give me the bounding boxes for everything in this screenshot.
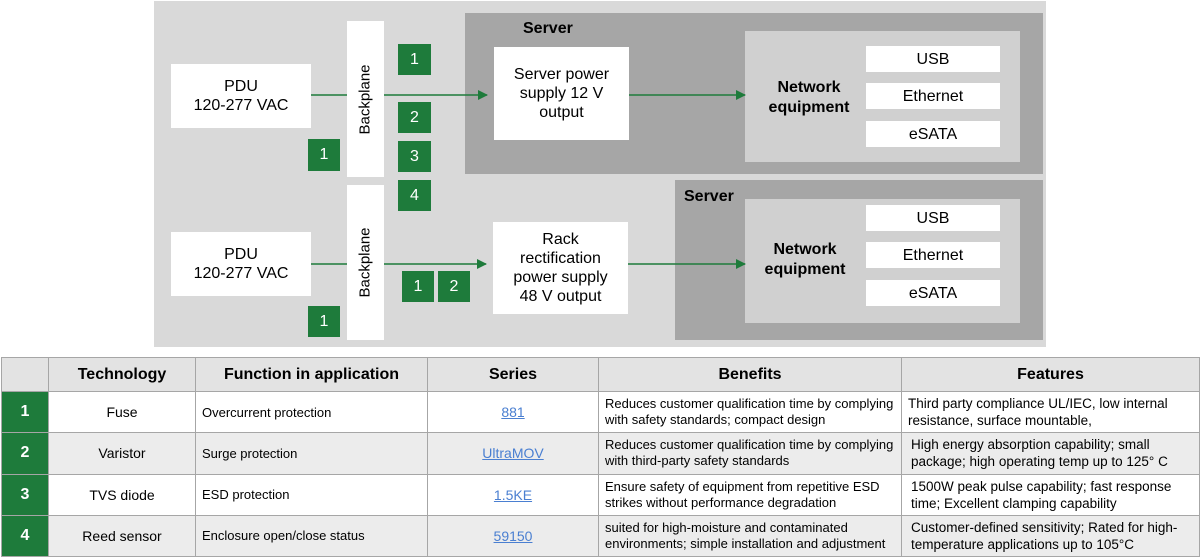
badge-3: 3 <box>398 141 431 172</box>
badge-1: 1 <box>402 271 434 302</box>
benefits-cell: Reduces customer qualification time by c… <box>598 432 902 475</box>
psu-line2: rectification <box>520 250 601 267</box>
network-line1: Network <box>773 241 837 258</box>
psu-line2: supply 12 V <box>519 85 604 102</box>
features-cell: Third party compliance UL/IEC, low inter… <box>901 390 1200 434</box>
backplane-bottom: Backplane <box>347 185 384 340</box>
header-technology: Technology <box>48 357 196 392</box>
benefits-cell: Ensure safety of equipment from repetiti… <box>598 473 902 516</box>
badge-1: 1 <box>308 139 340 171</box>
badge-1: 1 <box>398 44 431 75</box>
features-cell: High energy absorption capability; small… <box>901 432 1200 475</box>
psu-line3: power supply <box>513 269 608 286</box>
port-ethernet-bottom: Ethernet <box>866 242 1000 268</box>
benefits-cell: Reduces customer qualification time by c… <box>598 390 902 434</box>
header-benefits: Benefits <box>598 357 902 392</box>
header-num <box>1 357 49 392</box>
header-function: Function in application <box>195 357 428 392</box>
rack-power-supply-box: Rack rectification power supply 48 V out… <box>493 222 628 314</box>
table-header-row: Technology Function in application Serie… <box>1 357 1200 392</box>
series-link[interactable]: UltraMOV <box>482 445 544 462</box>
table-row: 1 Fuse Overcurrent protection 881 Reduce… <box>1 390 1200 434</box>
psu-line4: 48 V output <box>519 288 602 305</box>
network-line1: Network <box>777 79 841 96</box>
network-line2: equipment <box>768 99 850 116</box>
table-row: 4 Reed sensor Enclosure open/close statu… <box>1 514 1200 558</box>
benefits-cell: suited for high-moisture and contaminate… <box>598 514 902 558</box>
series-cell: 59150 <box>427 514 599 558</box>
header-series: Series <box>427 357 599 392</box>
technology-table: Technology Function in application Serie… <box>1 357 1200 558</box>
port-usb-top: USB <box>866 46 1000 72</box>
port-esata-bottom: eSATA <box>866 280 1000 306</box>
function-cell: Surge protection <box>195 432 428 475</box>
psu-line1: Rack <box>542 231 579 248</box>
pdu-title: PDU <box>224 246 258 263</box>
technology-cell: Reed sensor <box>48 514 196 558</box>
badge-2: 2 <box>398 102 431 133</box>
network-equipment-label-bottom: Network equipment <box>756 240 854 280</box>
network-line2: equipment <box>764 261 846 278</box>
port-esata-top: eSATA <box>866 121 1000 147</box>
function-cell: Enclosure open/close status <box>195 514 428 558</box>
server-label-top: Server <box>523 20 573 37</box>
row-number: 4 <box>1 514 49 558</box>
psu-line1: Server power <box>513 66 610 83</box>
backplane-top: Backplane <box>347 21 384 177</box>
badge-4: 4 <box>398 180 431 211</box>
psu-line3: output <box>539 104 584 121</box>
network-equipment-label-top: Network equipment <box>760 78 858 118</box>
badge-2: 2 <box>438 271 470 302</box>
series-cell: UltraMOV <box>427 432 599 475</box>
features-cell: Customer-defined sensitivity; Rated for … <box>901 514 1200 558</box>
technology-cell: Varistor <box>48 432 196 475</box>
port-ethernet-top: Ethernet <box>866 83 1000 109</box>
technology-cell: TVS diode <box>48 473 196 516</box>
server-power-supply-box: Server power supply 12 V output <box>494 47 629 140</box>
function-cell: Overcurrent protection <box>195 390 428 434</box>
features-cell: 1500W peak pulse capability; fast respon… <box>901 473 1200 516</box>
pdu-voltage: 120-277 VAC <box>193 97 289 114</box>
technology-cell: Fuse <box>48 390 196 434</box>
pdu-box-bottom: PDU 120-277 VAC <box>171 232 311 296</box>
pdu-voltage: 120-277 VAC <box>193 265 289 282</box>
table-row: 3 TVS diode ESD protection 1.5KE Ensure … <box>1 473 1200 516</box>
function-cell: ESD protection <box>195 473 428 516</box>
server-label-bottom: Server <box>684 188 734 205</box>
table-row: 2 Varistor Surge protection UltraMOV Red… <box>1 432 1200 475</box>
row-number: 2 <box>1 432 49 475</box>
series-link[interactable]: 1.5KE <box>493 486 533 503</box>
port-usb-bottom: USB <box>866 205 1000 231</box>
row-number: 3 <box>1 473 49 516</box>
pdu-box-top: PDU 120-277 VAC <box>171 64 311 128</box>
header-features: Features <box>901 357 1200 392</box>
badge-1: 1 <box>308 306 340 337</box>
series-link[interactable]: 59150 <box>493 527 533 544</box>
series-link[interactable]: 881 <box>501 404 525 421</box>
connector-arrows <box>311 90 746 269</box>
pdu-title: PDU <box>224 78 258 95</box>
series-cell: 1.5KE <box>427 473 599 516</box>
series-cell: 881 <box>427 390 599 434</box>
row-number: 1 <box>1 390 49 434</box>
